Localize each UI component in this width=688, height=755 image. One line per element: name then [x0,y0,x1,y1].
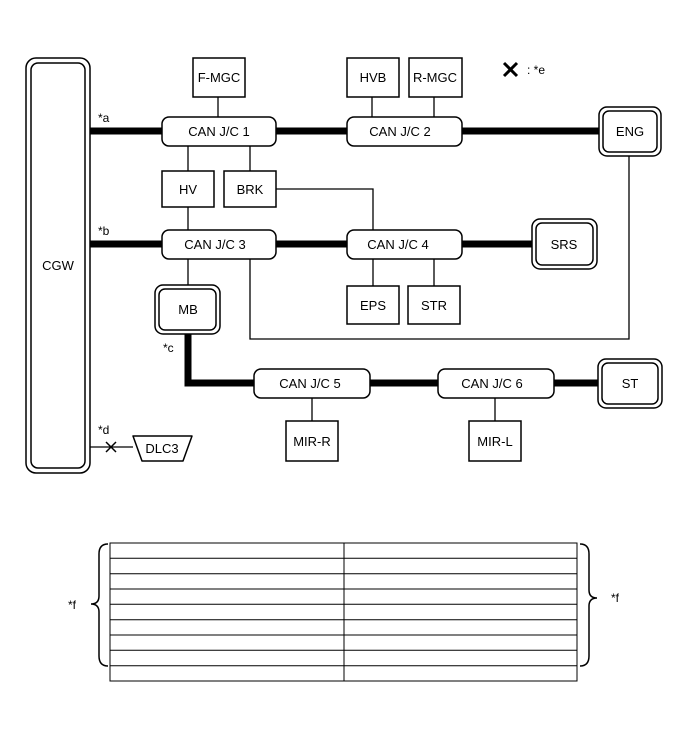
can-bus-main-lines [90,127,599,387]
hv-label: HV [179,182,197,197]
callout-b: *b [98,224,110,238]
dlc3-connector: DLC3 [132,435,193,462]
can-jc-2: CAN J/C 2 [346,116,463,147]
can-jc-5: CAN J/C 5 [253,368,371,399]
st-label: ST [622,376,639,391]
can-jc-6: CAN J/C 6 [437,368,555,399]
hvb-label: HVB [360,70,387,85]
eps-label: EPS [360,298,386,313]
f-mgc-label: F-MGC [198,70,241,85]
can-jc-3: CAN J/C 3 [161,229,277,260]
brk-ecu: BRK [223,170,277,208]
srs-ecu: SRS [531,218,598,270]
x-mark-icon [105,441,117,453]
callout-d: *d [98,423,109,437]
can-jc-4-label: CAN J/C 4 [367,237,428,252]
callout-f-left: *f [68,598,77,612]
mir-l-label: MIR-L [477,434,512,449]
brk-label: BRK [237,182,264,197]
r-mgc-ecu: R-MGC [408,57,463,98]
mb-ecu: MB [154,284,221,335]
callout-c: *c [163,341,174,355]
r-mgc-label: R-MGC [413,70,457,85]
callout-a: *a [98,111,110,125]
str-ecu: STR [407,285,461,325]
mir-r-ecu: MIR-R [285,420,339,462]
eps-ecu: EPS [346,285,400,325]
eng-ecu: ENG [598,106,662,157]
dlc3-label: DLC3 [145,441,178,456]
empty-table [109,542,578,682]
cgw-label: CGW [42,258,75,273]
callout-e: : *e [527,63,545,77]
eng-label: ENG [616,124,644,139]
can-jc-6-label: CAN J/C 6 [461,376,522,391]
mb-label: MB [178,302,198,317]
hvb-ecu: HVB [346,57,400,98]
can-jc-5-label: CAN J/C 5 [279,376,340,391]
legend-x-mark-icon [502,61,519,78]
left-brace [90,543,109,667]
thin-connector-lines [90,97,630,448]
can-jc-1-label: CAN J/C 1 [188,124,249,139]
can-jc-1: CAN J/C 1 [161,116,277,147]
can-jc-3-label: CAN J/C 3 [184,237,245,252]
srs-label: SRS [551,237,578,252]
cgw-ecu: CGW [25,57,91,474]
callout-f-right: *f [611,591,620,605]
mir-l-ecu: MIR-L [468,420,522,462]
hv-ecu: HV [161,170,215,208]
can-jc-2-label: CAN J/C 2 [369,124,430,139]
right-brace [579,543,598,667]
str-label: STR [421,298,447,313]
f-mgc-ecu: F-MGC [192,57,246,98]
can-jc-4: CAN J/C 4 [346,229,463,260]
mir-r-label: MIR-R [293,434,331,449]
st-ecu: ST [597,358,663,409]
